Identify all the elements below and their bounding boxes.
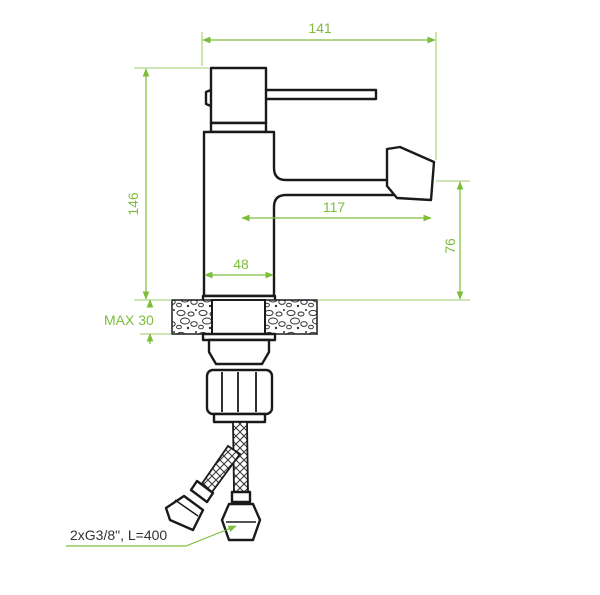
- label-overall-height: 146: [125, 192, 141, 216]
- label-hoses: 2xG3/8", L=400: [70, 527, 167, 543]
- flexible-hoses: [164, 421, 262, 542]
- dimension-lines: [66, 32, 470, 547]
- label-base-diameter: 48: [233, 256, 249, 272]
- countertop-left: [171, 299, 213, 335]
- mounting-shank: [211, 299, 266, 335]
- label-spout-height: 76: [442, 238, 458, 254]
- swivel-nozzle: [385, 145, 436, 202]
- sleeve: [207, 338, 271, 366]
- nut-shoulder: [212, 412, 267, 424]
- dimension-labels: 141 146 117 76 48 MAX 30 2xG3/8", L=400: [70, 20, 458, 543]
- body-neck: [209, 121, 268, 134]
- countertop-section: [171, 299, 318, 335]
- fixing-assembly: [201, 332, 277, 424]
- label-spout-reach: 117: [323, 199, 346, 215]
- countertop-right: [264, 299, 318, 335]
- lever-handle: [266, 88, 378, 101]
- handle-cap: [209, 66, 268, 125]
- fixing-nut: [205, 368, 274, 416]
- callout-leader: [185, 525, 237, 547]
- hose-right-ferrule: [230, 490, 252, 504]
- label-max-thickness: MAX 30: [104, 312, 154, 328]
- hose-left-ferrule: [189, 479, 215, 504]
- label-overall-width: 141: [308, 20, 332, 36]
- handle-knob: [204, 88, 212, 108]
- hose-left-nut: [164, 494, 205, 532]
- hose-left-nut-edge: [174, 499, 199, 517]
